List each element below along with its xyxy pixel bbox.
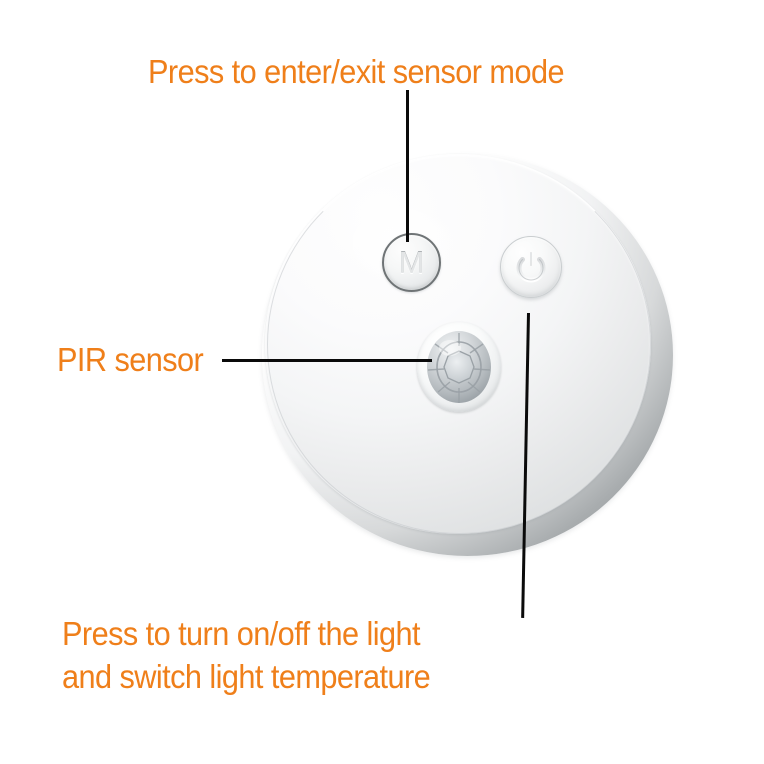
callout-power-label-line1: Press to turn on/off the light — [62, 615, 421, 652]
leader-line-mode — [406, 90, 409, 242]
callout-power-label-line2: and switch light temperature — [62, 658, 431, 695]
callout-mode-label: Press to enter/exit sensor mode — [148, 53, 565, 90]
power-icon — [514, 249, 548, 285]
pir-fresnel-lens-icon — [426, 330, 492, 404]
device-top-face: M — [265, 154, 651, 534]
mode-button[interactable]: M — [382, 233, 441, 292]
power-button[interactable] — [500, 236, 562, 298]
callout-power-label: Press to turn on/off the light and switc… — [62, 612, 431, 698]
leader-line-pir — [222, 359, 432, 362]
pir-sensor-light-device: M — [262, 154, 673, 556]
pir-sensor — [417, 322, 501, 412]
mode-button-glyph: M — [398, 245, 425, 280]
callout-pir-label: PIR sensor — [57, 341, 204, 378]
